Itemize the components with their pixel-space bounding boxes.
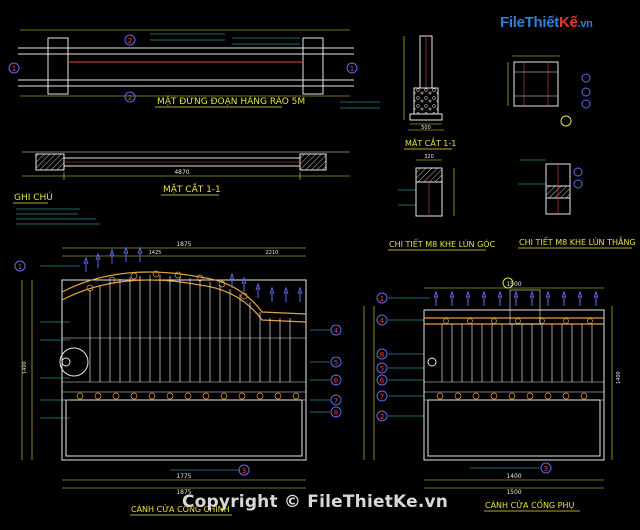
marker-side-4: 4 bbox=[380, 317, 385, 325]
main-gate-rings bbox=[76, 270, 300, 400]
marker-side-8: 8 bbox=[380, 351, 384, 359]
brand-prefix: File bbox=[500, 14, 525, 31]
side-gate-rings bbox=[436, 318, 593, 400]
title-detail-straight: CHI TIẾT M8 KHE LÚN THẲNG bbox=[519, 235, 636, 247]
brand-accent: Kế bbox=[558, 14, 578, 31]
title-section-main: MẶT CẮT 1-1 bbox=[163, 182, 221, 195]
main-gate-spears bbox=[83, 246, 303, 302]
notes-lines bbox=[16, 208, 100, 225]
dim-gate-main-bottom: 1775 bbox=[176, 473, 191, 480]
fence-section-main bbox=[22, 151, 350, 180]
dim-gate-height: 1400 bbox=[22, 361, 28, 374]
marker-main-7: 7 bbox=[334, 397, 338, 405]
side-gate-leaders bbox=[388, 297, 540, 469]
marker-side-7: 7 bbox=[380, 393, 384, 401]
main-gate-bars bbox=[89, 275, 291, 382]
dim-gate-main-top: 1875 bbox=[176, 241, 191, 248]
marker-main-1: 1 bbox=[18, 263, 22, 271]
copyright-watermark: Copyright © FileThietKe.vn bbox=[182, 492, 449, 512]
side-gate-spears bbox=[433, 290, 599, 306]
dim-col-w: 500 bbox=[421, 125, 431, 131]
brand-suffix: .vn bbox=[577, 18, 593, 30]
marker-2-bottom: 2 bbox=[128, 94, 132, 102]
dim-det-w: 320 bbox=[424, 154, 434, 160]
marker-1-right: 1 bbox=[350, 65, 354, 73]
marker-side-5: 5 bbox=[380, 365, 384, 373]
title-elevation: MẶT ĐỨNG ĐOẠN HÀNG RÀO 5M bbox=[157, 95, 305, 107]
brand-logo: FileThiếtKế.vn bbox=[500, 14, 593, 31]
marker-main-3: 3 bbox=[242, 467, 246, 475]
dim-gate-main-sub2: 2210 bbox=[266, 250, 279, 256]
side-gate-bars bbox=[441, 324, 593, 382]
marker-side-1: 1 bbox=[380, 295, 384, 303]
detail-straight-drawing bbox=[518, 159, 583, 215]
dim-gate-side-total: 1500 bbox=[506, 489, 521, 496]
brand-main: Thiết bbox=[524, 14, 560, 31]
title-detail-corner: CHI TIẾT M8 KHE LÚN GÓC bbox=[389, 238, 496, 249]
marker-1-left: 1 bbox=[12, 65, 16, 73]
marker-main-4: 4 bbox=[334, 327, 339, 335]
detail-corner-drawing bbox=[398, 159, 455, 217]
marker-main-5: 5 bbox=[334, 359, 338, 367]
marker-main-8: 8 bbox=[334, 409, 338, 417]
side-gate-drawing bbox=[363, 277, 613, 489]
marker-side-6: 6 bbox=[380, 377, 385, 385]
main-gate-marker-rings bbox=[14, 260, 342, 476]
dim-gate-side-bottom: 1400 bbox=[506, 473, 521, 480]
column-section-detail bbox=[403, 35, 444, 131]
title-notes: GHI CHÚ bbox=[14, 191, 53, 203]
dim-gate-main-sub1: 1425 bbox=[149, 250, 162, 256]
top-right-detail bbox=[507, 55, 591, 127]
marker-main-6: 6 bbox=[334, 377, 339, 385]
title-gate-main: CÁNH CỬA CỔNG CHÍNH bbox=[131, 502, 230, 514]
fence-elevation bbox=[18, 29, 354, 97]
marker-side-2: 2 bbox=[380, 413, 384, 421]
elevation-notes bbox=[150, 33, 380, 109]
dim-gate-height-right: 1400 bbox=[616, 371, 622, 384]
dim-gate-side-top: 1500 bbox=[506, 281, 521, 288]
title-section-small: MẶT CẮT 1-1 bbox=[405, 136, 456, 149]
elevation-markers: 1 1 2 2 bbox=[8, 34, 358, 103]
marker-2-top: 2 bbox=[128, 37, 132, 45]
title-gate-side: CÁNH CỬA CỔNG PHỤ bbox=[485, 498, 575, 510]
main-gate-drawing bbox=[14, 246, 342, 489]
side-gate-marker-rings bbox=[376, 292, 552, 474]
main-gate-leaders bbox=[40, 265, 330, 471]
marker-side-3: 3 bbox=[544, 465, 548, 473]
dim-section-span: 4870 bbox=[174, 169, 189, 176]
dim-gate-main-total: 1875 bbox=[176, 489, 191, 496]
